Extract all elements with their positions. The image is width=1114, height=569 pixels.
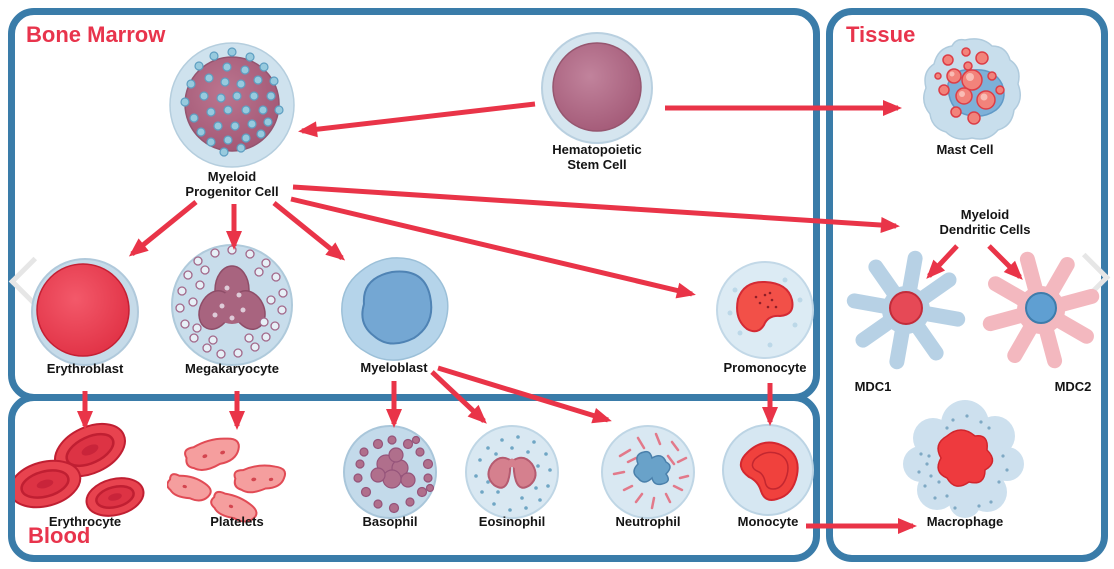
monocyte-illustration <box>722 424 814 516</box>
monocyte-label: Monocyte <box>737 514 799 529</box>
myeloid-progenitor-illustration <box>169 42 295 168</box>
macrophage-illustration <box>903 400 1024 518</box>
mdc1-illustration <box>846 250 966 370</box>
eosinophil-label: Eosinophil <box>478 514 546 529</box>
mdc1-label: MDC1 <box>854 379 892 394</box>
eosinophil-illustration <box>465 425 559 519</box>
tissue-box <box>826 8 1108 562</box>
macrophage-label: Macrophage <box>926 514 1004 529</box>
erythrocyte-illustration <box>15 422 145 517</box>
erythroblast-label: Erythroblast <box>46 361 124 376</box>
promonocyte-illustration <box>716 261 814 359</box>
myeloblast-illustration <box>341 257 449 361</box>
erythrocyte-label: Erythrocyte <box>48 514 122 529</box>
hematopoietic-stem-cell-illustration <box>541 32 653 144</box>
erythroblast-illustration <box>31 258 139 366</box>
basophil-illustration <box>343 425 437 519</box>
myeloid-progenitor-label: Myeloid Progenitor Cell <box>185 169 279 199</box>
mast-cell-label: Mast Cell <box>936 142 994 157</box>
bone-marrow-title: Bone Marrow <box>26 22 166 47</box>
platelets-label: Platelets <box>210 514 264 529</box>
hsc-label: Hematopoietic Stem Cell <box>552 142 642 172</box>
megakaryocyte-illustration <box>171 244 293 366</box>
neutrophil-illustration <box>601 425 695 519</box>
promonocyte-label: Promonocyte <box>723 360 807 375</box>
neutrophil-label: Neutrophil <box>615 514 681 529</box>
platelets-illustration <box>167 437 287 523</box>
blood-title: Blood <box>28 523 91 548</box>
mdc2-illustration <box>982 251 1100 369</box>
mdc2-label: MDC2 <box>1054 379 1092 394</box>
blood-box <box>8 394 820 562</box>
myeloblast-label: Myeloblast <box>360 360 428 375</box>
myeloid-dendritic-label: Myeloid Dendritic Cells <box>939 207 1031 237</box>
mast-cell-illustration <box>923 38 1021 140</box>
tissue-title: Tissue <box>846 22 916 47</box>
megakaryocyte-label: Megakaryocyte <box>185 361 279 376</box>
basophil-label: Basophil <box>362 514 418 529</box>
